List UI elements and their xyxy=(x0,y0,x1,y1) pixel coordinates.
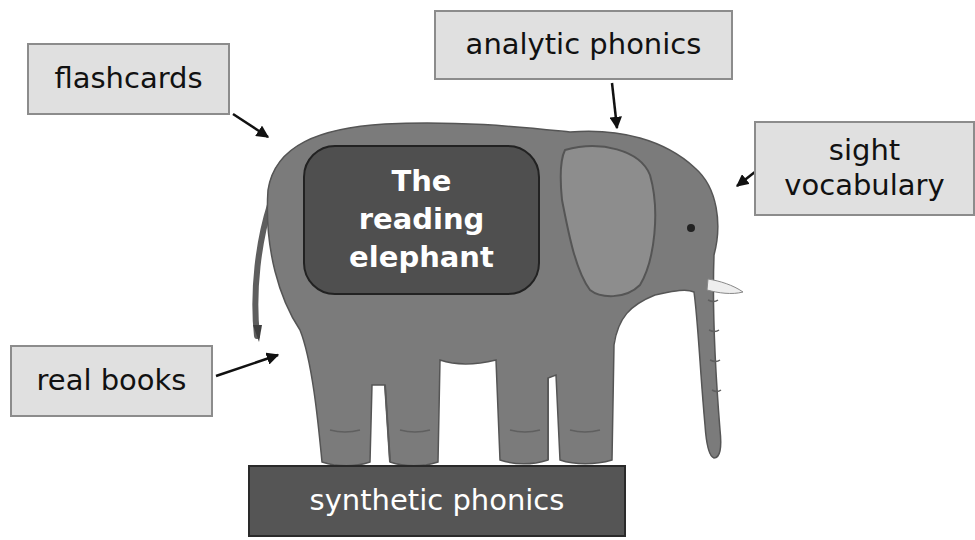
box-label: sight vocabulary xyxy=(772,133,957,204)
label-box: sight vocabulary xyxy=(754,121,975,216)
label-box: analytic phonics xyxy=(434,10,733,80)
box-label: analytic phonics xyxy=(466,27,702,62)
box-label: synthetic phonics xyxy=(310,483,565,518)
leader-arrow xyxy=(233,114,268,137)
label-box: real books xyxy=(10,345,213,417)
elephant-tusk xyxy=(707,279,743,293)
elephant-ear xyxy=(561,146,655,296)
elephant-wrinkles xyxy=(330,300,721,432)
box-label: flashcards xyxy=(54,61,202,96)
elephant-far-legs-shade xyxy=(385,378,548,462)
elephant-body xyxy=(267,123,720,466)
base-box: synthetic phonics xyxy=(248,465,626,537)
leader-arrow xyxy=(216,355,278,376)
title-box: The reading elephant xyxy=(303,145,540,295)
label-box: flashcards xyxy=(27,43,230,115)
box-label: The reading elephant xyxy=(337,163,507,276)
elephant-tail-tuft xyxy=(253,325,262,342)
leader-arrow xyxy=(612,83,617,128)
elephant-eye xyxy=(687,224,695,232)
box-label: real books xyxy=(37,363,187,398)
